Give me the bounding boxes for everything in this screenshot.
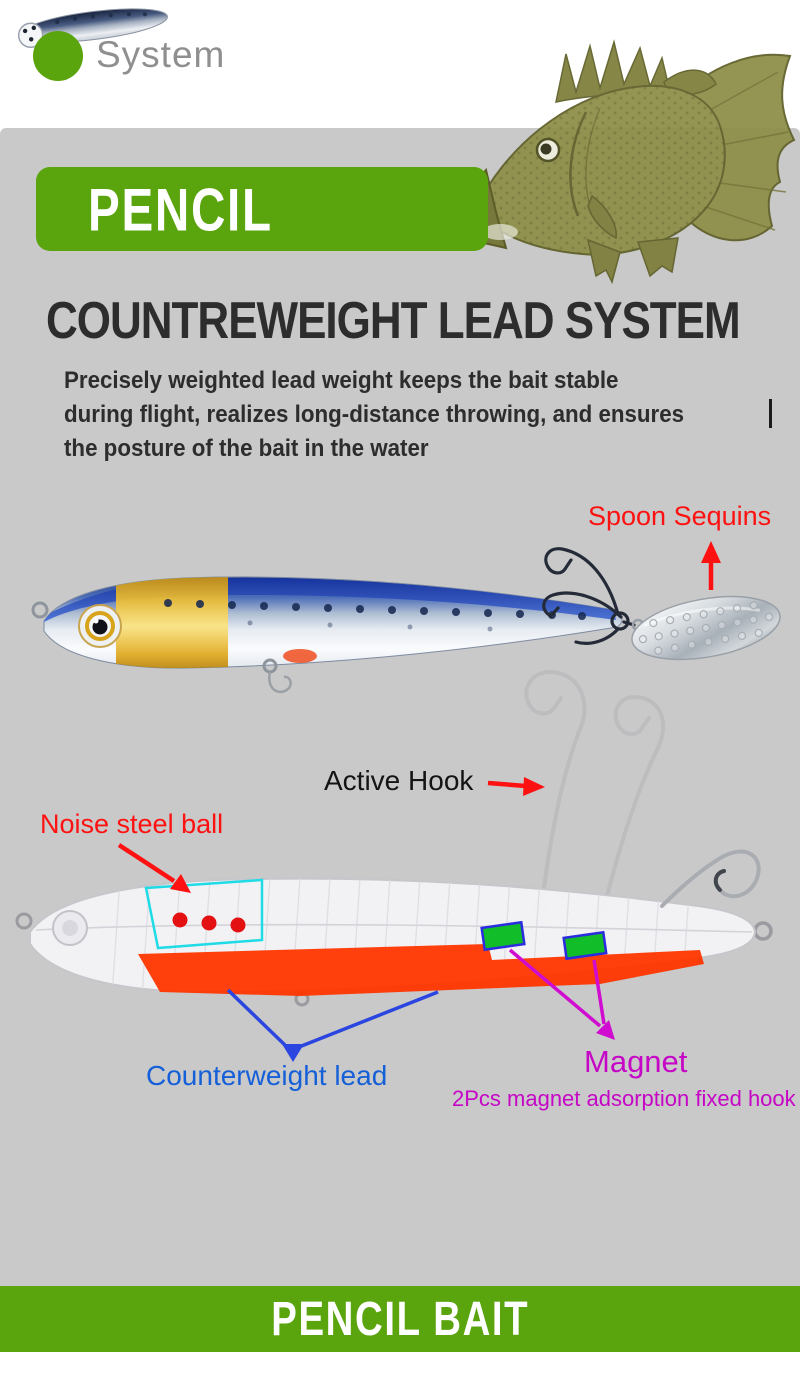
section-title: COUNTREWEIGHT LEAD SYSTEM [46, 292, 741, 350]
description-line: Precisely weighted lead weight keeps the… [64, 367, 619, 394]
footer-banner: PENCIL BAIT [0, 1286, 800, 1352]
brand-name: System [96, 34, 226, 75]
spoon-sequins-label: Spoon Sequins [588, 501, 772, 531]
pencil-banner-label: PENCIL [88, 174, 273, 244]
counterweight-lead-label: Counterweight lead [146, 1060, 388, 1091]
description-line: during flight, realizes long-distance th… [64, 401, 685, 428]
footer-banner-label: PENCIL BAIT [271, 1292, 529, 1346]
gray-panel [0, 128, 800, 1286]
brand-dot-icon [33, 31, 83, 81]
active-hook-label: Active Hook [324, 765, 474, 796]
noise-steel-ball-label: Noise steel ball [40, 809, 224, 839]
description-line: the posture of the bait in the water [64, 435, 429, 462]
magnet-label: Magnet [584, 1044, 688, 1079]
pencil-banner: PENCIL [36, 167, 488, 251]
section-description: Precisely weighted lead weight keeps the… [64, 364, 731, 466]
magnet-note-label: 2Pcs magnet adsorption fixed hook [452, 1086, 796, 1111]
text-cursor-artifact [769, 399, 772, 428]
